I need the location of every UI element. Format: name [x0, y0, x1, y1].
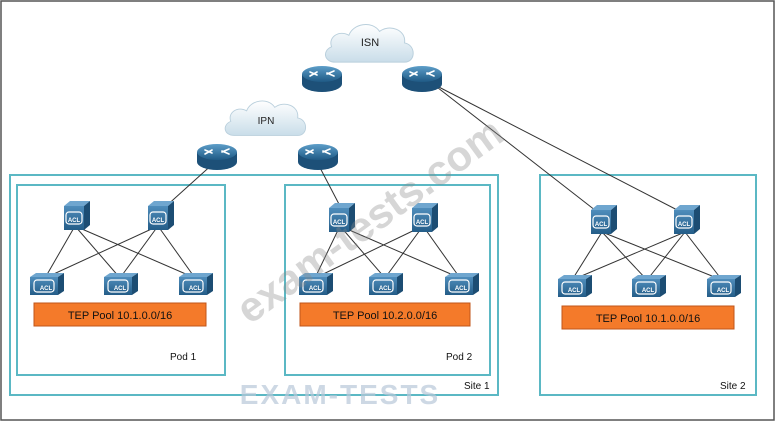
site2-spine-1 [590, 204, 618, 235]
site2-label: Site 2 [720, 381, 746, 392]
pod1-tep-pool-label: TEP Pool 10.1.0.0/16 [68, 310, 172, 322]
acl-text: ACL [416, 220, 429, 226]
site2-tep-pool-box [561, 305, 735, 330]
isn-router-2 [401, 65, 443, 93]
acl-text: ACL [189, 286, 202, 292]
acl-text: ACL [568, 288, 581, 294]
acl-text: ACL [642, 288, 655, 294]
acl-text: ACL [678, 222, 691, 228]
acl-text: ACL [114, 286, 127, 292]
ipn-label: IPN [258, 116, 275, 127]
site2-spine-2 [673, 204, 701, 235]
acl-text: ACL [379, 286, 392, 292]
pod2-box [284, 184, 491, 376]
site2-box [539, 174, 757, 396]
pod1-label: Pod 1 [170, 352, 197, 363]
watermark-logo: EXAM-TESTS [240, 379, 440, 410]
pod1-tep-pool-box [33, 302, 207, 327]
acl-text: ACL [309, 286, 322, 292]
ipn-router-1 [196, 143, 238, 171]
site1-label: Site 1 [464, 381, 490, 392]
pod2-tep-pool-label: TEP Pool 10.2.0.0/16 [333, 310, 437, 322]
acl-text: ACL [717, 288, 730, 294]
pod2-label: Pod 2 [446, 352, 473, 363]
ipn-router-2 [297, 143, 339, 171]
acl-text: ACL [152, 218, 165, 224]
acl-text: ACL [40, 286, 53, 292]
site2-tep-pool-label: TEP Pool 10.1.0.0/16 [596, 313, 700, 325]
isn-router-1 [301, 65, 343, 93]
acl-text: ACL [595, 222, 608, 228]
pod2-tep-pool-box [299, 302, 471, 327]
network-links [44, 83, 723, 281]
pod1-spine-2 [147, 200, 175, 231]
acl-text: ACL [455, 286, 468, 292]
pod1-spine-1 [63, 200, 91, 231]
pod1-box [16, 184, 226, 376]
acl-text: ACL [68, 218, 81, 224]
acl-text: ACL [333, 220, 346, 226]
isn-label: ISN [361, 37, 379, 49]
site1-box [9, 174, 499, 396]
